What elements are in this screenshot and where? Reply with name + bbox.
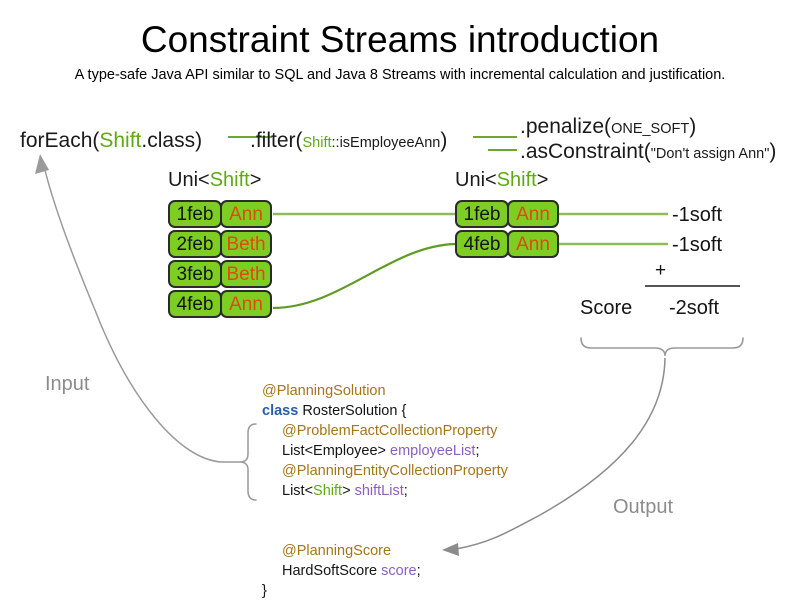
foreach-type: Shift — [99, 129, 142, 152]
uni-right-type: Shift — [496, 169, 537, 191]
shift-date: 1feb — [168, 200, 222, 228]
code-line-class-decl: class RosterSolution { — [262, 401, 508, 421]
code-fields-brace — [239, 423, 257, 501]
code-line-employee-list: List<Employee> employeeList; — [262, 441, 508, 461]
code-line-closing-brace: } — [262, 581, 508, 601]
shift-list-type: Shift — [313, 483, 343, 499]
uni-caption-right: Uni<Shift> — [455, 168, 548, 192]
input-label: Input — [45, 373, 90, 395]
asconstraint-suffix: ) — [769, 140, 777, 163]
employee-list-type: List<Employee> — [282, 443, 391, 459]
sum-operator: + — [655, 260, 667, 281]
closing-brace: } — [262, 583, 267, 599]
page-subtitle: A type-safe Java API similar to SQL and … — [74, 67, 726, 83]
annotation-planning-solution: @PlanningSolution — [262, 383, 386, 399]
shift-list-close: > — [342, 483, 355, 499]
asconstraint-prefix: .asConstraint( — [520, 140, 651, 163]
shift-date: 2feb — [168, 230, 222, 258]
stream-connector-row4 — [272, 242, 456, 310]
sum-divider — [645, 285, 740, 287]
code-line-score-field: HardSoftScore score; — [262, 561, 508, 581]
uni-left-type: Shift — [209, 169, 250, 191]
shift-row[interactable]: 1feb Ann — [168, 200, 272, 228]
shift-employee: Ann — [507, 230, 559, 258]
shift-employee: Ann — [220, 290, 272, 318]
code-blank-line — [262, 521, 508, 541]
class-name: RosterSolution { — [298, 403, 407, 419]
shift-date: 1feb — [455, 200, 509, 228]
annotation-planning-entity-collection-property: @PlanningEntityCollectionProperty — [282, 463, 508, 479]
foreach-prefix: forEach( — [20, 129, 100, 152]
penalize-prefix: .penalize( — [520, 115, 612, 138]
output-label: Output — [613, 496, 674, 518]
annotation-problem-fact-collection-property: @ProblemFactCollectionProperty — [282, 423, 498, 439]
input-arrowhead — [35, 154, 49, 174]
uni-caption-left: Uni<Shift> — [168, 168, 261, 192]
code-line-shift-list: List<Shift> shiftList; — [262, 481, 508, 501]
shift-employee: Beth — [220, 230, 272, 258]
asconstraint-arg: "Don't assign Ann" — [650, 146, 770, 162]
keyword-class: class — [262, 403, 299, 419]
shift-list-open: List< — [282, 483, 314, 499]
employee-list-semicolon: ; — [475, 443, 480, 459]
foreach-suffix: .class) — [141, 129, 203, 152]
penalty-value-2: -1soft — [672, 234, 723, 256]
filter-expression: .filter(Shift::isEmployeeAnn) — [250, 128, 447, 156]
shift-row[interactable]: 2feb Beth — [168, 230, 272, 258]
shift-employee: Beth — [220, 260, 272, 288]
shift-employee: Ann — [507, 200, 559, 228]
filter-arg-type: Shift — [302, 135, 332, 151]
uni-right-suffix: > — [536, 169, 549, 191]
penalize-expression: .penalize(ONE_SOFT) — [520, 114, 696, 142]
shift-row[interactable]: 4feb Ann — [168, 290, 272, 318]
filter-suffix: ) — [440, 129, 448, 152]
score-field-name: score — [381, 563, 417, 579]
code-line-annotation-problem-fact: @ProblemFactCollectionProperty — [262, 421, 508, 441]
foreach-expression: forEach(Shift.class) — [20, 128, 202, 153]
shift-list-semicolon: ; — [403, 483, 408, 499]
filter-arg-rest: ::isEmployeeAnn — [331, 135, 441, 151]
shift-row[interactable]: 1feb Ann — [455, 200, 559, 228]
uni-left-suffix: > — [249, 169, 262, 191]
code-blank-line — [262, 501, 508, 521]
code-line-annotation-planning-entity: @PlanningEntityCollectionProperty — [262, 461, 508, 481]
code-line-annotation-solution: @PlanningSolution — [262, 381, 508, 401]
penalize-suffix: ) — [689, 115, 697, 138]
shift-row[interactable]: 3feb Beth — [168, 260, 272, 288]
score-field-type: HardSoftScore — [282, 563, 382, 579]
filter-prefix: .filter( — [250, 129, 303, 152]
score-field-semicolon: ; — [416, 563, 421, 579]
shift-employee: Ann — [220, 200, 272, 228]
score-total: -2soft — [669, 297, 720, 319]
page-title: Constraint Streams introduction — [140, 19, 660, 60]
penalize-arg: ONE_SOFT — [611, 121, 690, 137]
uni-left-prefix: Uni< — [168, 169, 210, 191]
shift-date: 3feb — [168, 260, 222, 288]
penalty-value-1: -1soft — [672, 204, 723, 226]
annotation-planning-score: @PlanningScore — [282, 543, 392, 559]
score-label: Score — [580, 297, 633, 319]
code-block: @PlanningSolution class RosterSolution {… — [262, 381, 508, 601]
uni-right-prefix: Uni< — [455, 169, 497, 191]
asconstraint-expression: .asConstraint("Don't assign Ann") — [520, 139, 776, 167]
shift-stack-left: 1feb Ann 2feb Beth 3feb Beth 4feb Ann — [168, 200, 272, 318]
shift-list-field: shiftList — [354, 483, 404, 499]
shift-date: 4feb — [168, 290, 222, 318]
shift-stack-right: 1feb Ann 4feb Ann — [455, 200, 559, 258]
shift-date: 4feb — [455, 230, 509, 258]
code-line-annotation-planning-score: @PlanningScore — [262, 541, 508, 561]
employee-list-field: employeeList — [390, 443, 476, 459]
score-brace — [580, 337, 744, 357]
shift-row[interactable]: 4feb Ann — [455, 230, 559, 258]
